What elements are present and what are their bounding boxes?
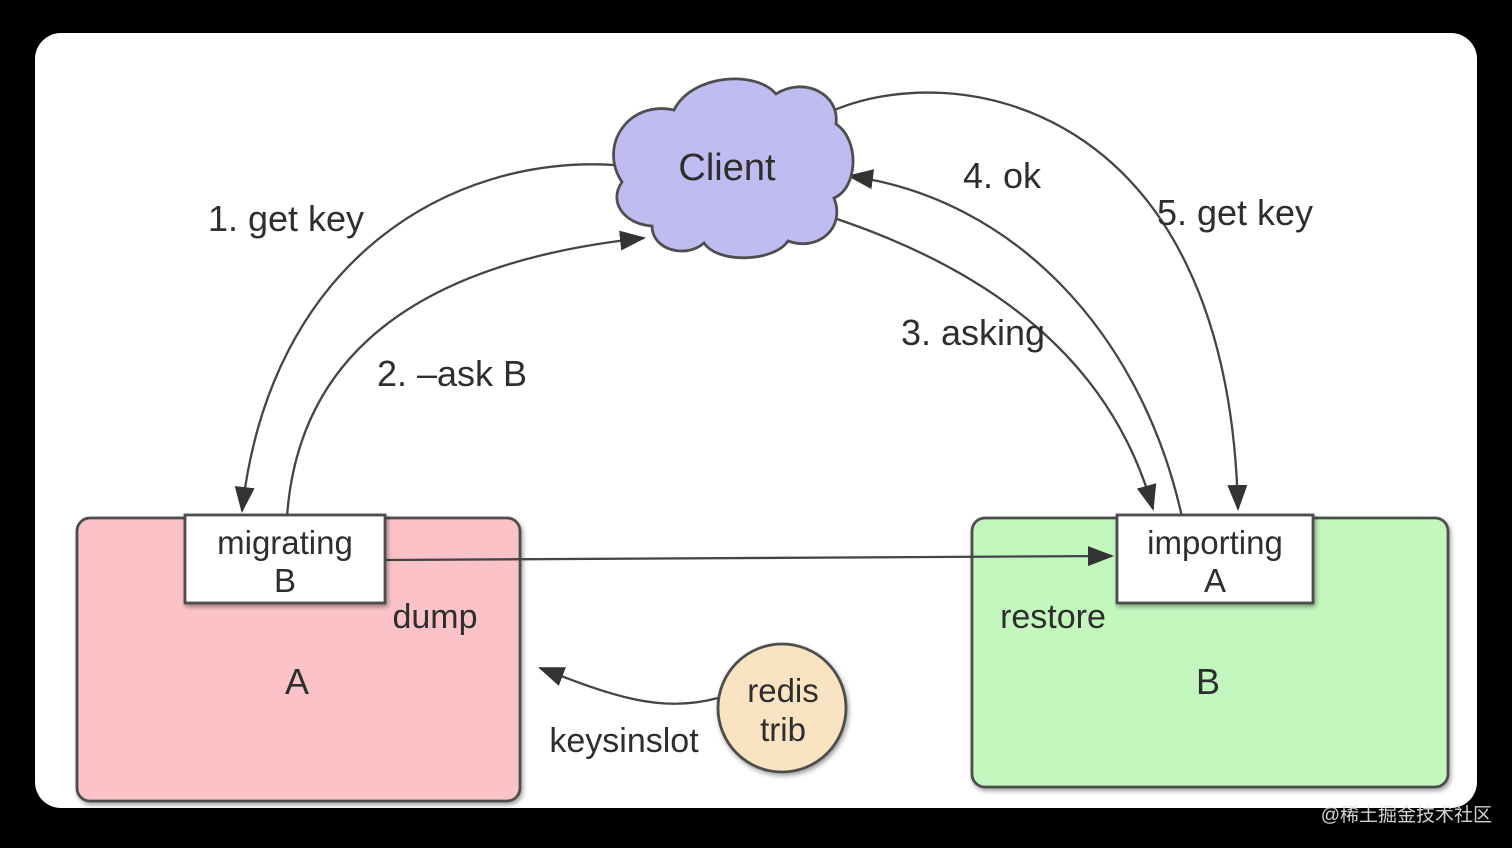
arrow-keysinslot-trib-to-node-a xyxy=(538,666,719,705)
redis-trib-line1: redis xyxy=(747,672,819,709)
node-b-command-label: restore xyxy=(1000,598,1106,636)
node-b-slot-line1: importing xyxy=(1147,524,1283,561)
arrow-step5-client-to-node-b xyxy=(829,91,1248,511)
slot-boxes xyxy=(183,513,1315,605)
node-a-command-label: dump xyxy=(392,598,477,636)
node-a-slot-line2: B xyxy=(274,562,296,599)
text-labels: Client 1. get key 2. –ask B 3. asking 4.… xyxy=(208,147,1492,826)
redis-trib-line2: trib xyxy=(760,711,806,748)
arrow-step3-client-to-node-b xyxy=(833,216,1157,511)
label-step4: 4. ok xyxy=(963,155,1042,196)
node-a-slot-line1: migrating xyxy=(217,524,353,561)
label-step1: 1. get key xyxy=(208,198,364,239)
step-arrows xyxy=(234,91,1248,705)
arrow-step1-client-to-node-a xyxy=(234,163,615,513)
node-a-title: A xyxy=(285,661,309,702)
arrow-step4-node-b-to-client xyxy=(847,169,1184,518)
client-cloud xyxy=(612,77,855,260)
node-b-slot-line2: A xyxy=(1204,562,1226,599)
keysinslot-label: keysinslot xyxy=(549,722,699,760)
watermark: @稀土掘金技术社区 xyxy=(1321,804,1492,826)
arrow-migrate-a-to-b xyxy=(385,546,1114,567)
node-b-title: B xyxy=(1196,661,1220,702)
label-step5: 5. get key xyxy=(1157,192,1313,233)
label-step2: 2. –ask B xyxy=(377,353,527,394)
client-label: Client xyxy=(678,147,776,189)
redis-trib-circle xyxy=(716,642,848,774)
label-step3: 3. asking xyxy=(901,312,1045,353)
node-b-slot-box xyxy=(1115,513,1315,605)
arrow-step2-node-a-to-client xyxy=(285,230,646,518)
node-a-slot-box xyxy=(183,513,387,605)
